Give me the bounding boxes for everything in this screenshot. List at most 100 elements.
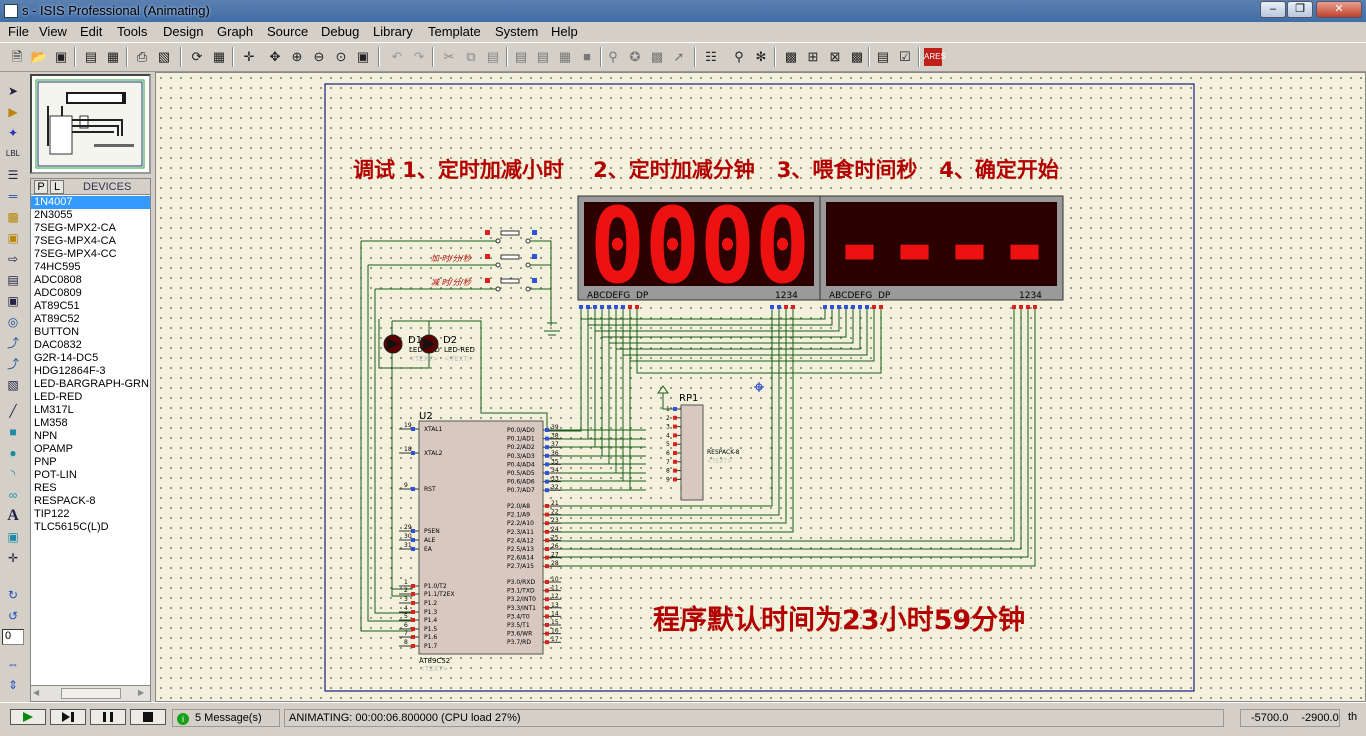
menu-design[interactable]: Design <box>163 24 204 39</box>
component-mode-icon[interactable]: ▶ <box>8 105 18 119</box>
device-list-item[interactable]: NPN <box>34 430 58 442</box>
refresh-icon[interactable]: ⟳ <box>191 49 203 64</box>
zoom-all-icon[interactable]: ⊙ <box>335 49 347 64</box>
pan-icon[interactable]: ✥ <box>269 49 281 64</box>
junction-dot-icon[interactable]: ✦ <box>7 126 19 140</box>
search-icon[interactable]: ⚲ <box>734 49 744 64</box>
print-icon[interactable]: ⎙ <box>136 49 148 64</box>
device-list-item[interactable]: LED-RED <box>34 391 83 403</box>
selection-mode-icon[interactable]: ➤ <box>7 84 19 98</box>
ares-icon[interactable]: ARES <box>924 48 946 66</box>
save-icon[interactable]: ▣ <box>54 49 68 64</box>
menu-source[interactable]: Source <box>267 24 309 39</box>
device-list-item[interactable]: RES <box>34 482 57 494</box>
menu-system[interactable]: System <box>495 24 539 39</box>
device-list-scrollbar[interactable]: ◀ ▶ <box>31 685 150 701</box>
pause-button[interactable] <box>90 709 126 725</box>
device-list-item[interactable]: RESPACK-8 <box>34 495 96 507</box>
device-list-item[interactable]: BUTTON <box>34 326 80 338</box>
redo-icon[interactable]: ↷ <box>413 49 425 64</box>
rotation-angle-field[interactable]: 0 <box>2 629 24 645</box>
block-delete-icon[interactable]: ■ <box>583 49 591 64</box>
pick-devices-button[interactable]: P <box>34 180 48 194</box>
decompose-icon[interactable]: ➚ <box>673 49 685 64</box>
zoom-area-icon[interactable]: ▣ <box>356 49 370 64</box>
menu-debug[interactable]: Debug <box>321 24 360 39</box>
voltage-probe-icon[interactable]: ⤴ <box>6 336 19 350</box>
menu-view[interactable]: View <box>39 24 67 39</box>
cut-icon[interactable]: ✂ <box>443 49 455 64</box>
device-list-item[interactable]: AT89C51 <box>34 300 80 312</box>
paste-icon[interactable]: ▤ <box>486 49 500 64</box>
mirror-horizontal-icon[interactable]: ⇔ <box>7 657 19 671</box>
device-list-item[interactable]: PNP <box>34 456 57 468</box>
device-list-item[interactable]: 7SEG-MPX2-CA <box>34 222 116 234</box>
device-list-item[interactable]: 74HC595 <box>34 261 81 273</box>
undo-icon[interactable]: ↶ <box>391 49 403 64</box>
menu-tools[interactable]: Tools <box>117 24 148 39</box>
stop-button[interactable] <box>130 709 166 725</box>
schematic-editing-window[interactable]: 调试 1、定时加减小时 2、定时加减分钟 3、喂食时间秒 4、确定开始 程序默认… <box>155 72 1366 702</box>
push-buttons[interactable]: 加 时/分/秒 减 时/分/秒 <box>431 230 537 292</box>
origin-icon[interactable]: ✛ <box>243 49 255 64</box>
exit-to-parent-icon[interactable]: ▩ <box>850 49 864 64</box>
bill-of-materials-icon[interactable]: ▤ <box>876 49 890 64</box>
rotate-clockwise-icon[interactable]: ↻ <box>7 588 19 602</box>
step-button[interactable] <box>50 709 86 725</box>
device-list-item[interactable]: HDG12864F-3 <box>34 365 106 377</box>
block-copy-icon[interactable]: ▤ <box>514 49 528 64</box>
rotate-anticlockwise-icon[interactable]: ↺ <box>7 609 19 623</box>
open-file-icon[interactable]: 📂 <box>30 49 48 64</box>
grid-icon[interactable]: ▦ <box>212 49 226 64</box>
device-list-item[interactable]: 7SEG-MPX4-CA <box>34 235 116 247</box>
box-tool-icon[interactable]: ■ <box>9 425 17 439</box>
device-list-item[interactable]: TIP122 <box>34 508 70 520</box>
zoom-out-icon[interactable]: ⊖ <box>313 49 325 64</box>
device-list-item[interactable]: LED-BARGRAPH-GRN <box>34 378 149 390</box>
current-probe-icon[interactable]: ⤴ <box>6 357 19 371</box>
maximize-button[interactable]: ❐ <box>1287 1 1313 18</box>
virtual-instruments-icon[interactable]: ▧ <box>7 378 19 392</box>
make-device-icon[interactable]: ✪ <box>629 49 641 64</box>
path-tool-icon[interactable]: ∞ <box>8 488 18 502</box>
overview-window[interactable] <box>30 74 151 174</box>
generator-icon[interactable]: ◎ <box>7 315 19 329</box>
menu-edit[interactable]: Edit <box>80 24 103 39</box>
line-tool-icon[interactable]: ╱ <box>9 404 17 418</box>
import-icon[interactable]: ▤ <box>84 49 98 64</box>
zoom-in-icon[interactable]: ⊕ <box>291 49 303 64</box>
menu-help[interactable]: Help <box>551 24 578 39</box>
menu-file[interactable]: File <box>8 24 29 39</box>
device-list-item[interactable]: LM358 <box>34 417 68 429</box>
export-icon[interactable]: ▦ <box>106 49 120 64</box>
device-list-item[interactable]: DAC0832 <box>34 339 82 351</box>
device-list-item[interactable]: AT89C52 <box>34 313 80 325</box>
electrical-rule-check-icon[interactable]: ☑ <box>899 49 911 64</box>
symbol-tool-icon[interactable]: ▣ <box>7 530 19 544</box>
text-tool-icon[interactable]: A <box>7 507 19 524</box>
menu-template[interactable]: Template <box>428 24 481 39</box>
device-list-item[interactable]: 1N4007 <box>31 196 150 209</box>
arc-tool-icon[interactable]: ◝ <box>10 467 16 481</box>
play-button[interactable] <box>10 709 46 725</box>
wire-label-icon[interactable]: LBL <box>5 149 21 158</box>
text-script-icon[interactable]: ☰ <box>7 168 19 182</box>
device-list-item[interactable]: POT-LIN <box>34 469 77 481</box>
device-list-item[interactable]: ADC0808 <box>34 274 82 286</box>
close-button[interactable]: ✕ <box>1316 1 1362 18</box>
device-pins-icon[interactable]: ⇨ <box>7 252 19 266</box>
pick-device-icon[interactable]: ⚲ <box>608 49 618 64</box>
menu-graph[interactable]: Graph <box>217 24 254 39</box>
marker-tool-icon[interactable]: ✛ <box>7 551 19 565</box>
circle-tool-icon[interactable]: ● <box>9 446 17 460</box>
add-sheet-icon[interactable]: ⊞ <box>807 49 819 64</box>
print-area-icon[interactable]: ▧ <box>157 49 171 64</box>
subcircuit-icon[interactable]: ▩ <box>7 210 19 224</box>
block-move-icon[interactable]: ▤ <box>536 49 550 64</box>
remove-sheet-icon[interactable]: ⊠ <box>829 49 841 64</box>
device-list-item[interactable]: OPAMP <box>34 443 73 455</box>
device-list-item[interactable]: 2N3055 <box>34 209 73 221</box>
library-manager-button[interactable]: L <box>50 180 64 194</box>
new-sheet-icon[interactable]: ▩ <box>784 49 798 64</box>
